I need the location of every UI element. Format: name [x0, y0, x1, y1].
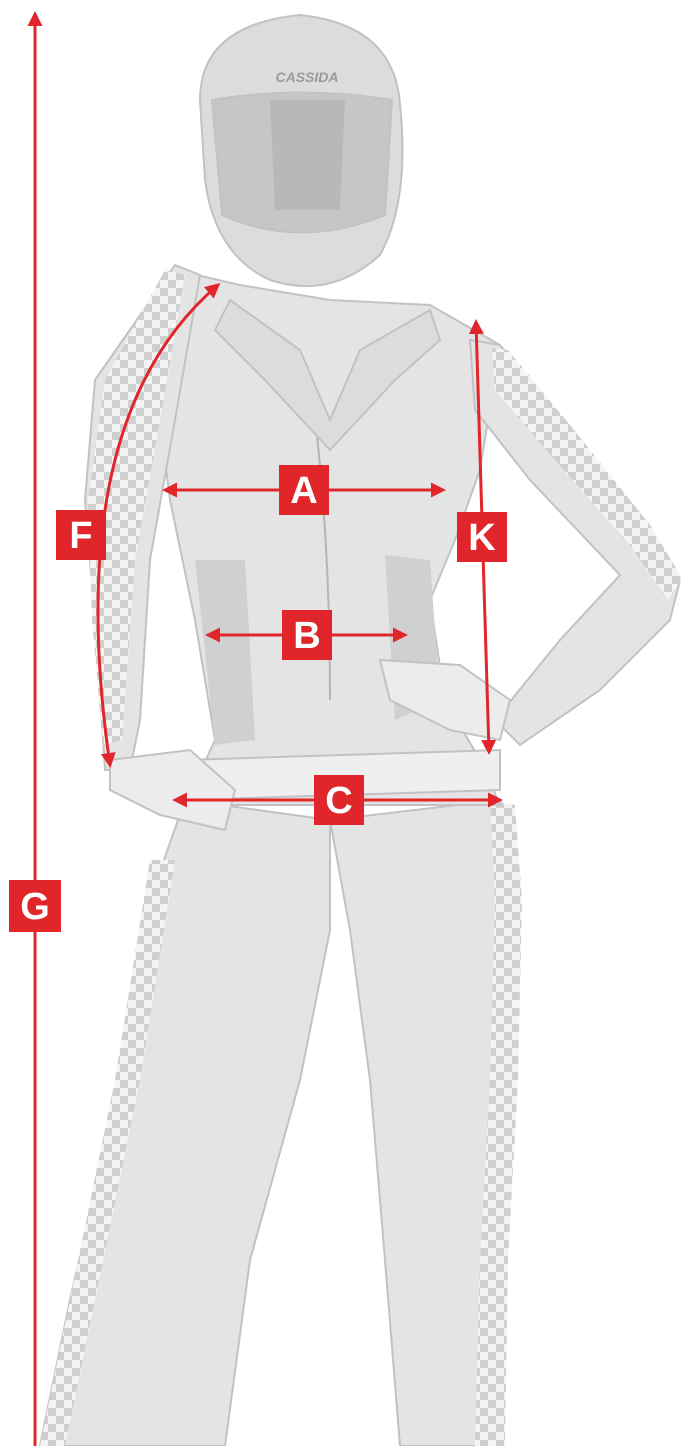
- measure-label-b-text: B: [293, 615, 320, 657]
- helmet-visor-glare: [270, 100, 345, 210]
- measure-label-c-text: C: [325, 780, 352, 822]
- measure-label-a: A: [279, 465, 329, 515]
- measure-label-k-text: K: [468, 517, 496, 559]
- measure-label-k: K: [457, 512, 507, 562]
- helmet-brand-text: CASSIDA: [275, 69, 338, 85]
- measure-label-f-text: F: [69, 515, 92, 557]
- rider-figure: [40, 15, 682, 1446]
- measure-label-a-text: A: [290, 470, 317, 512]
- measure-label-c: C: [314, 775, 364, 825]
- measure-label-g-text: G: [20, 886, 50, 928]
- measure-label-b: B: [282, 610, 332, 660]
- right-arm-checker-stripe: [492, 348, 682, 600]
- measure-label-f: F: [56, 510, 106, 560]
- measure-label-g: G: [9, 880, 61, 932]
